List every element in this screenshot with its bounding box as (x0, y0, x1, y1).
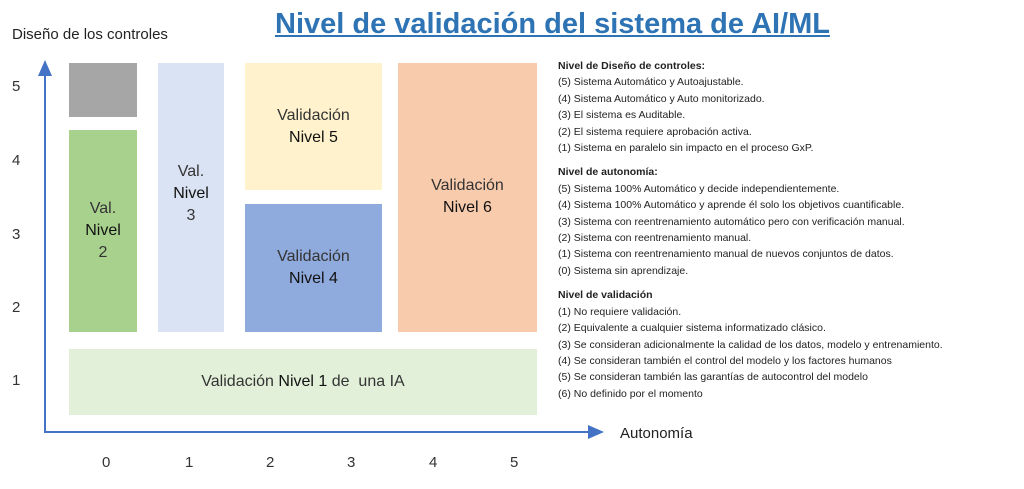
x-tick-4: 4 (429, 454, 438, 471)
y-axis-label: Diseño de los controles (12, 26, 168, 43)
x-tick-5: 5 (510, 454, 519, 471)
validation-level-3-box: Val. Nivel 3 (158, 63, 224, 332)
y-tick-5: 5 (12, 78, 21, 95)
gray-box (69, 63, 137, 117)
level-2-line2: Nivel (85, 222, 121, 239)
level-5-line2: Nivel 5 (289, 128, 338, 146)
level-3-line1: Val. (177, 163, 205, 180)
legend-validacion-heading: Nivel de validación (558, 289, 653, 302)
validation-level-1-box: Validación Nivel 1 de una IA (69, 349, 537, 415)
validation-level-5-box: Validación Nivel 5 (245, 63, 382, 190)
level-1-bold: Nivel 1 (278, 373, 328, 390)
level-4-line1: Validación (277, 248, 350, 265)
x-tick-3: 3 (347, 454, 356, 471)
legend-panel: Nivel de Diseño de controles: (5) Sistem… (558, 58, 1020, 402)
legend-validacion-item: (6) No definido por el momento (558, 387, 703, 400)
legend-autonomia-item: (0) Sistema sin aprendizaje. (558, 264, 689, 277)
legend-autonomia-heading: Nivel de autonomía: (558, 166, 658, 179)
legend-validacion-item: (5) Se consideran también las garantías … (558, 371, 868, 384)
level-6-line1: Validación (431, 177, 504, 194)
level-3-line2: Nivel (173, 185, 209, 202)
y-tick-4: 4 (12, 152, 21, 169)
level-3-line3: 3 (186, 207, 196, 224)
legend-diseno-item: (3) El sistema es Auditable. (558, 109, 686, 122)
level-2-line1: Val. (89, 200, 117, 217)
y-tick-3: 3 (12, 226, 21, 243)
legend-validacion-item: (3) Se consideran adicionalmente la cali… (558, 338, 943, 351)
x-axis-arrowhead (588, 425, 604, 439)
validation-level-4-box: Validación Nivel 4 (245, 204, 382, 332)
x-tick-1: 1 (185, 454, 194, 471)
legend-diseno-item: (5) Sistema Automático y Autoajustable. (558, 76, 744, 89)
y-tick-2: 2 (12, 299, 21, 316)
legend-autonomia-item: (5) Sistema 100% Automático y decide ind… (558, 182, 840, 195)
legend-diseno-item: (2) El sistema requiere aprobación activ… (558, 125, 752, 138)
legend-autonomia-item: (2) Sistema con reentrenamiento manual. (558, 232, 752, 245)
x-tick-0: 0 (102, 454, 111, 471)
level-4-line2: Nivel 4 (289, 270, 338, 287)
diagram-title: Nivel de validación del sistema de AI/ML (275, 8, 830, 40)
legend-autonomia-item: (3) Sistema con reentrenamiento automáti… (558, 215, 905, 228)
legend-validacion-item: (1) No requiere validación. (558, 305, 682, 318)
x-axis-label: Autonomía (620, 425, 693, 442)
level-1-prefix: Validación (201, 373, 279, 390)
level-6-line2: Nivel 6 (443, 199, 492, 216)
y-tick-1: 1 (12, 372, 21, 389)
level-1-suffix: de una IA (327, 373, 405, 390)
legend-autonomia-item: (4) Sistema 100% Automático y aprende él… (558, 199, 905, 212)
level-2-line3: 2 (98, 244, 108, 261)
level-5-line1: Validación (277, 106, 350, 124)
legend-autonomia-item: (1) Sistema con reentrenamiento manual d… (558, 248, 894, 261)
legend-validacion-item: (2) Equivalente a cualquier sistema info… (558, 322, 826, 335)
validation-level-6-box: Validación Nivel 6 (398, 63, 537, 332)
y-axis-arrowhead (38, 60, 52, 76)
legend-diseno-item: (4) Sistema Automático y Auto monitoriza… (558, 92, 765, 105)
x-tick-2: 2 (266, 454, 275, 471)
validation-level-2-box: Val. Nivel 2 (69, 130, 137, 332)
legend-diseno-item: (1) Sistema en paralelo sin impacto en e… (558, 142, 814, 155)
legend-diseno-heading: Nivel de Diseño de controles: (558, 60, 706, 72)
legend-validacion-item: (4) Se consideran también el control del… (558, 354, 892, 367)
